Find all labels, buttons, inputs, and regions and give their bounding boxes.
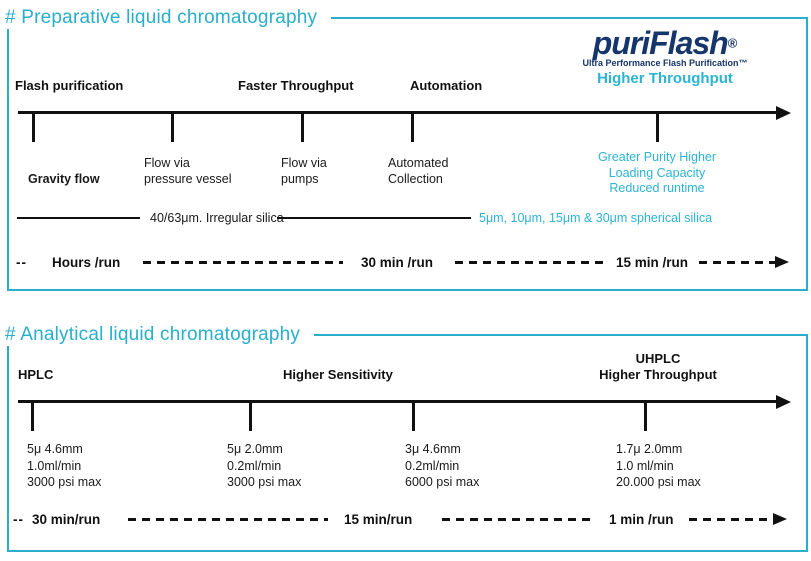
milestone-line: Greater Purity Higher (597, 150, 717, 164)
spec-line: 1.0ml/min (27, 458, 82, 473)
dashed-line (128, 518, 328, 521)
spec-line: 3000 psi max (27, 475, 102, 489)
milestone-line: Reduced runtime (609, 181, 705, 195)
timeline-tick (32, 112, 35, 142)
media-rule-left (17, 217, 140, 219)
timing-arrowhead-icon (773, 513, 787, 525)
timing-start-dashes: -- (13, 512, 24, 527)
timeline-tick (31, 401, 34, 431)
stage-label-automation: Automation (410, 78, 483, 93)
stage-label-flash-purification: Flash purification (15, 78, 124, 93)
media-label-spherical-silica: 5μm, 10μm, 15μm & 30μm spherical silica (479, 211, 713, 225)
milestone-spec-3: 3μ 4.6mm 0.2ml/min 6000 psi max (405, 441, 479, 491)
dashed-line (455, 261, 607, 264)
milestone-line: Collection (388, 171, 443, 186)
puriflash-brand-name: puriFlash® (556, 27, 774, 60)
milestone-line: Automated (388, 156, 449, 170)
timeline-tick (249, 401, 252, 431)
timing-label-hours-run: Hours /run (52, 255, 121, 270)
puriflash-benefit-label: Higher Throughput (597, 69, 733, 87)
spec-line: 6000 psi max (405, 475, 480, 489)
milestone-spec-uhplc: 1.7μ 2.0mm 1.0 ml/min 20.000 psi max (616, 441, 701, 491)
milestone-pumps: Flow via pumps (281, 156, 327, 187)
media-rule-middle (277, 217, 471, 219)
media-label-irregular-silica: 40/63μm. Irregular silica (150, 211, 284, 225)
timing-label-15min-run: 15 min/run (344, 512, 413, 527)
timing-label-30min-run: 30 min/run (32, 512, 101, 527)
spec-line: 3μ 4.6mm (405, 442, 461, 456)
spec-line: 0.2ml/min (405, 458, 460, 473)
dashed-line (442, 518, 594, 521)
timeline-tick (171, 112, 174, 142)
preparative-section-frame (7, 17, 808, 291)
timing-label-1min-run: 1 min /run (609, 512, 674, 527)
spec-line: 20.000 psi max (616, 475, 701, 489)
milestone-spec-hplc: 5μ 4.6mm 1.0ml/min 3000 psi max (27, 441, 101, 491)
milestone-pressure-vessel: Flow via pressure vessel (144, 156, 232, 187)
dashed-line (689, 518, 773, 521)
stage-label-faster-throughput: Faster Throughput (238, 78, 354, 93)
preparative-timeline-axis (18, 111, 778, 114)
timeline-tick (411, 112, 414, 142)
registered-trademark-icon: ® (727, 35, 738, 51)
spec-line: 0.2ml/min (227, 458, 282, 473)
milestone-line: Loading Capacity (608, 165, 706, 180)
milestone-line: pressure vessel (144, 171, 232, 186)
stage-label-higher-sensitivity: Higher Sensitivity (283, 367, 393, 382)
puriflash-wordmark: puriFlash (592, 25, 729, 61)
analytical-timeline-arrowhead-icon (776, 395, 791, 409)
dashed-line (143, 261, 343, 264)
milestone-automated-collection: Automated Collection (388, 156, 448, 187)
timing-label-30min-run: 30 min /run (361, 255, 434, 270)
preparative-section-title: # Preparative liquid chromatography (1, 7, 332, 29)
puriflash-tagline: Ultra Performance Flash Purification™ (582, 57, 748, 68)
spec-line: 1.7μ 2.0mm (616, 442, 683, 456)
timeline-tick (644, 401, 647, 431)
stage-label-uhplc: UHPLC Higher Throughput (577, 351, 739, 382)
spec-line: 1.0 ml/min (616, 458, 674, 473)
preparative-timeline-arrowhead-icon (776, 106, 791, 120)
stage-line: Higher Throughput (599, 366, 717, 382)
milestone-line: pumps (281, 171, 319, 186)
timeline-tick (412, 401, 415, 431)
milestone-greater-purity: Greater Purity Higher Loading Capacity R… (556, 150, 758, 197)
spec-line: 5μ 4.6mm (27, 442, 83, 456)
milestone-gravity-flow: Gravity flow (28, 172, 100, 186)
timing-start-dashes: -- (16, 255, 27, 270)
timeline-tick (656, 112, 659, 142)
analytical-timeline-axis (18, 400, 778, 403)
spec-line: 3000 psi max (227, 475, 302, 489)
puriflash-logo: puriFlash® Ultra Performance Flash Purif… (556, 27, 774, 87)
milestone-line: Flow via (144, 156, 190, 170)
stage-line: UHPLC (635, 351, 681, 366)
timeline-tick (301, 112, 304, 142)
analytical-section-title: # Analytical liquid chromatography (1, 324, 315, 346)
timing-label-15min-run: 15 min /run (616, 255, 689, 270)
dashed-line (699, 261, 775, 264)
milestone-line: Flow via (281, 156, 327, 170)
timing-arrowhead-icon (775, 256, 789, 268)
milestone-spec-2: 5μ 2.0mm 0.2ml/min 3000 psi max (227, 441, 301, 491)
stage-label-hplc: HPLC (18, 367, 54, 382)
spec-line: 5μ 2.0mm (227, 442, 283, 456)
analytical-section-frame (7, 334, 808, 552)
